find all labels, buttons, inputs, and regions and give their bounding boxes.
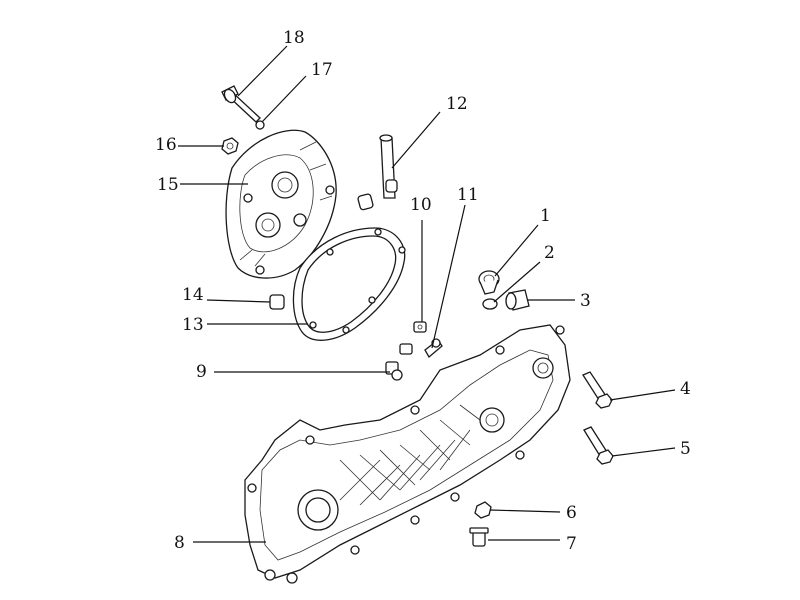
callout-7: 7 bbox=[566, 534, 577, 554]
leader-5 bbox=[611, 447, 676, 457]
callout-11: 11 bbox=[457, 185, 479, 205]
part-4-bolt bbox=[582, 371, 613, 409]
part-3-bushing bbox=[505, 289, 530, 311]
part-9-bolt-set bbox=[385, 343, 413, 381]
part-2-oring bbox=[482, 298, 498, 310]
callout-5: 5 bbox=[680, 439, 691, 459]
leader-1 bbox=[494, 224, 539, 277]
dowel-pin-upper-2 bbox=[385, 179, 398, 193]
part-13-gasket bbox=[292, 227, 406, 341]
part-8-crankcase bbox=[244, 324, 571, 584]
leader-17 bbox=[261, 75, 307, 123]
callout-12: 12 bbox=[446, 94, 468, 114]
part-15-cover bbox=[225, 129, 337, 279]
leader-12 bbox=[391, 111, 441, 169]
callout-9: 9 bbox=[196, 362, 207, 382]
callout-2: 2 bbox=[544, 243, 555, 263]
part-17-nut bbox=[255, 120, 265, 130]
callout-3: 3 bbox=[580, 291, 591, 311]
callout-13: 13 bbox=[182, 315, 204, 335]
leader-2 bbox=[493, 261, 541, 303]
part-6-nut bbox=[474, 501, 492, 519]
callout-14: 14 bbox=[182, 285, 204, 305]
callout-8: 8 bbox=[174, 533, 185, 553]
part-18-bolt bbox=[221, 85, 261, 123]
leader-4 bbox=[609, 389, 676, 401]
leader-14 bbox=[206, 299, 271, 303]
part-7-plug bbox=[469, 527, 489, 547]
callout-4: 4 bbox=[680, 379, 691, 399]
callout-1: 1 bbox=[540, 206, 551, 226]
part-14-dowel bbox=[269, 294, 285, 310]
callout-16: 16 bbox=[155, 135, 177, 155]
callout-6: 6 bbox=[566, 503, 577, 523]
callout-17: 17 bbox=[311, 60, 333, 80]
part-5-bolt bbox=[583, 426, 614, 465]
callout-10: 10 bbox=[410, 195, 432, 215]
part-1-cap bbox=[478, 270, 500, 295]
callout-15: 15 bbox=[157, 175, 179, 195]
dowel-pin-upper bbox=[357, 193, 374, 211]
leader-11 bbox=[431, 204, 466, 349]
callout-18: 18 bbox=[283, 28, 305, 48]
leader-6 bbox=[489, 509, 561, 513]
part-16-nut bbox=[221, 137, 239, 155]
leader-lines bbox=[178, 45, 676, 543]
leader-18 bbox=[237, 45, 288, 97]
part-10-bolt bbox=[413, 321, 427, 333]
